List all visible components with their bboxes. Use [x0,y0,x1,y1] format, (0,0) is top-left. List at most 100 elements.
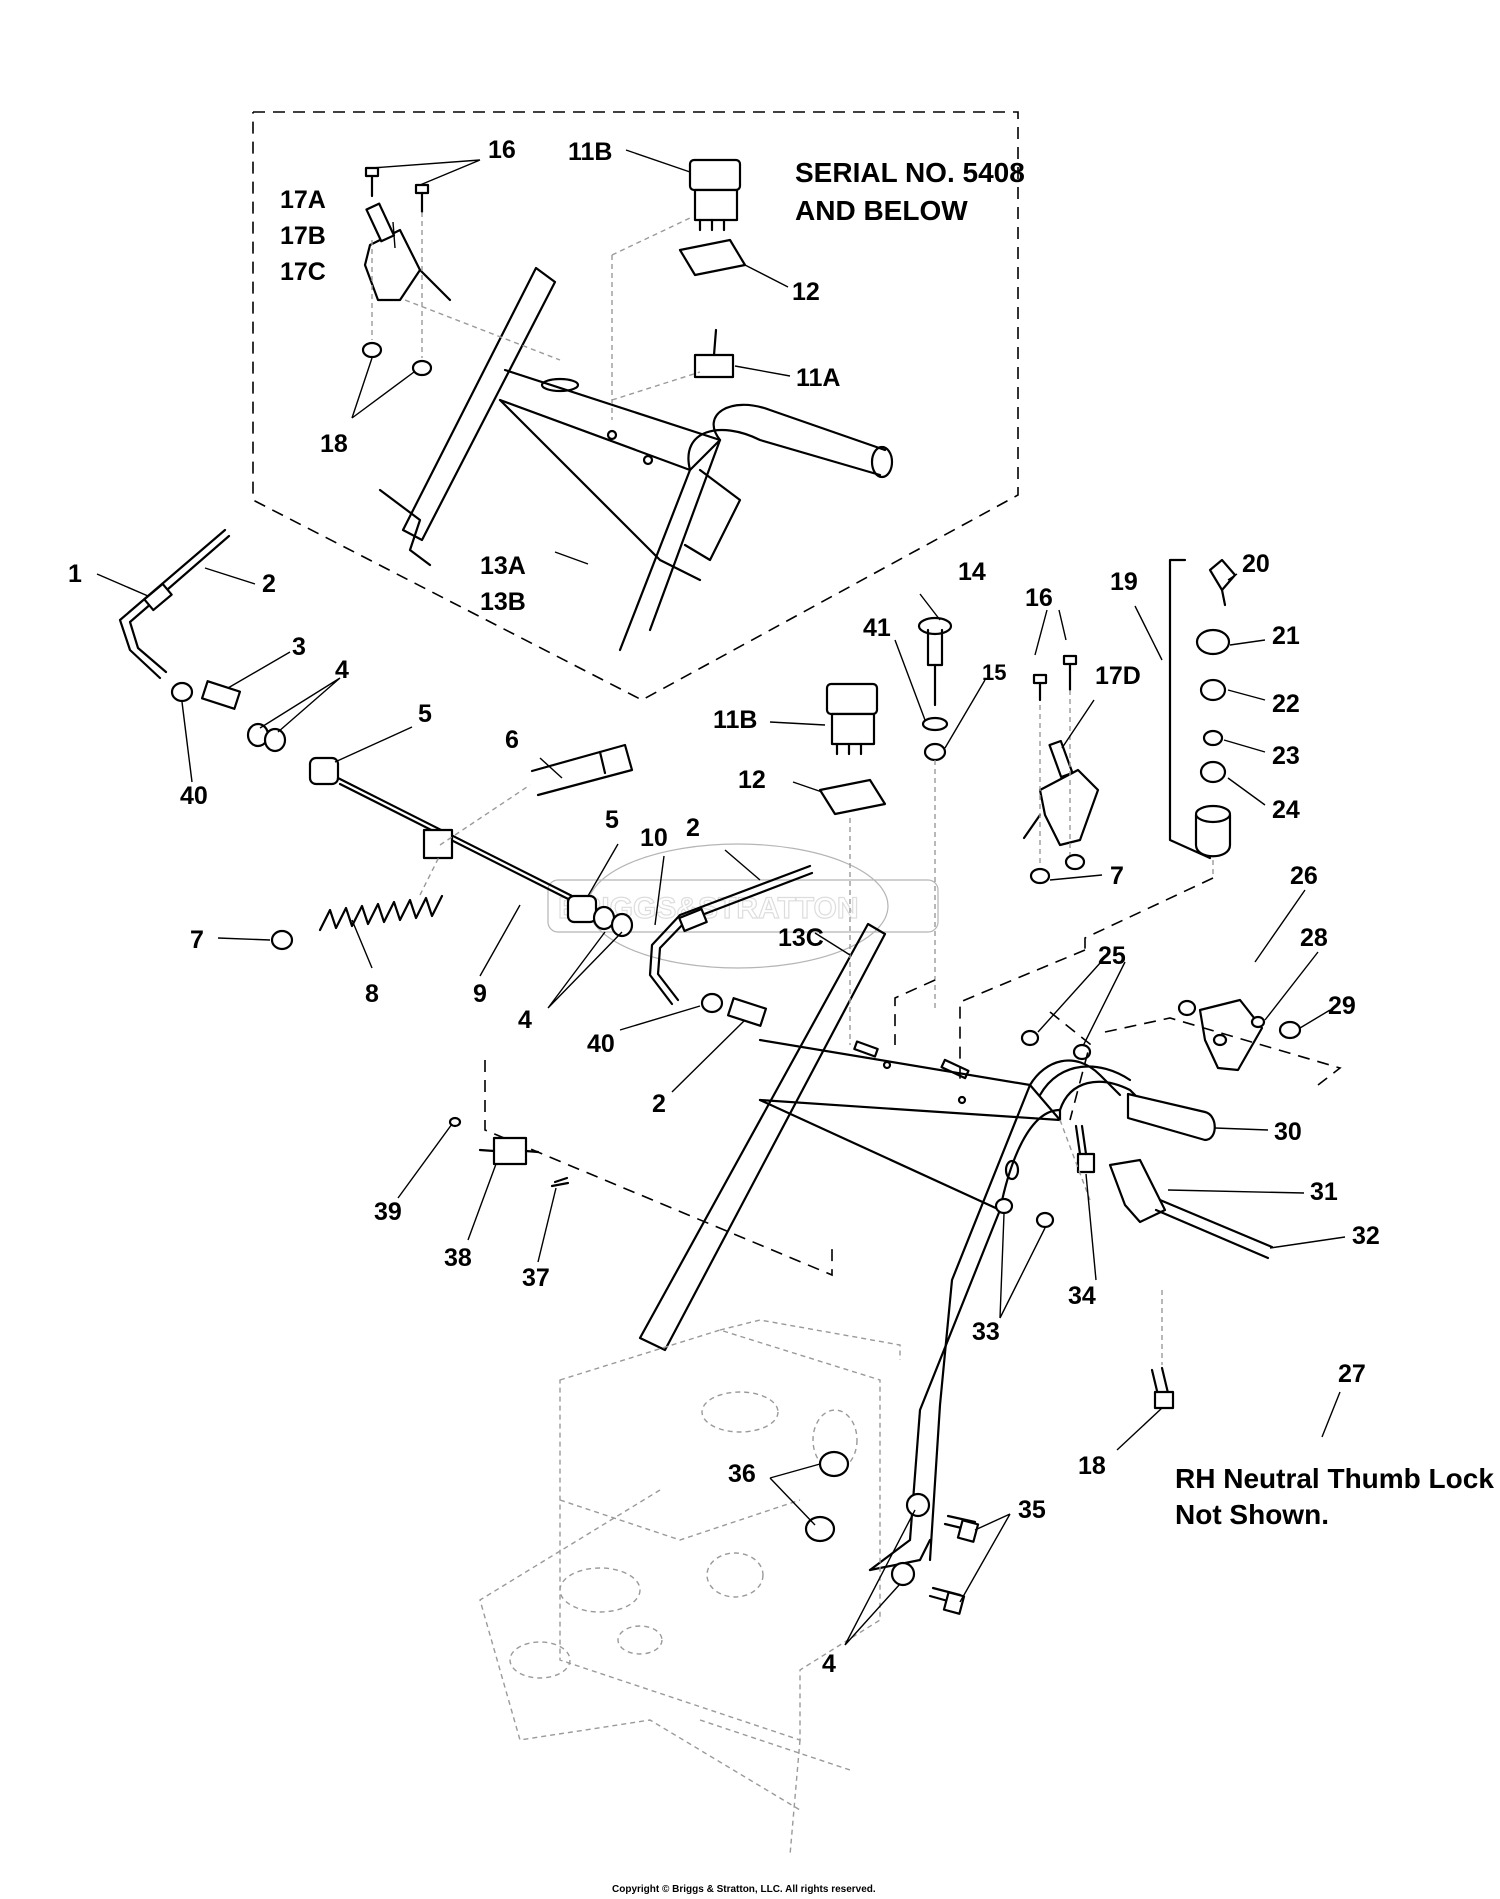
callout-25: 25 [1098,942,1126,970]
engine-housing [479,1319,901,1856]
callout-38: 38 [444,1244,472,1272]
nut-18-b [411,359,433,377]
callout-17d: 17D [1095,662,1141,690]
callout-17c: 17C [280,258,326,286]
lockwasher-24 [1199,760,1227,784]
leader-lines [96,149,1346,1646]
callout-12-top: 12 [792,278,820,306]
washer-4-b [263,727,287,753]
shaft-bracket [422,828,454,860]
cap-21 [1195,628,1231,656]
callout-35: 35 [1018,1496,1046,1524]
washer-33-b [1035,1211,1055,1229]
screw-37 [550,1176,570,1188]
callout-29: 29 [1328,992,1356,1020]
bolt-34 [1076,1152,1096,1174]
nut-25-b [1072,1043,1092,1061]
washer-33-a [994,1197,1014,1215]
callout-16-top: 16 [488,136,516,164]
callout-17a: 17A [280,186,326,214]
callout-27: 27 [1338,1360,1366,1388]
lever-17d [1038,768,1100,847]
callout-37: 37 [522,1264,550,1292]
callout-40: 40 [587,1030,615,1058]
callout-5: 5 [418,700,432,728]
callout-39: 39 [374,1198,402,1226]
callout-1: 1 [68,560,82,588]
callout-22: 22 [1272,690,1300,718]
bolt-16-b [1062,654,1078,666]
thumb-lock-note-line1: RH Neutral Thumb Lock [1175,1463,1494,1494]
nut-40-left [170,681,194,703]
nut-25-a [1020,1029,1040,1047]
nut-18-a [361,341,383,359]
callout-36: 36 [728,1460,756,1488]
grip-30 [1126,1092,1216,1142]
toggle-switch-11a [693,353,735,379]
callout-14: 14 [958,558,986,586]
callout-12: 12 [738,766,766,794]
callout-13b: 13B [480,588,526,616]
callout-labels: 1 2 3 4 40 5 6 5 10 2 7 8 9 4 40 2 13C 1… [68,136,1380,1678]
callout-30: 30 [1274,1118,1302,1146]
callout-32: 32 [1352,1222,1380,1250]
key-20 [1208,558,1237,592]
callout-40: 40 [180,782,208,810]
bolt-18 [1150,1366,1170,1397]
nut-36-a [818,1450,850,1478]
notes: SERIAL NO. 5408 AND BELOW RH Neutral Thu… [795,157,1494,1530]
switch-38 [492,1136,528,1166]
key-switch-assembly [959,558,1237,1080]
washer-4-e [905,1492,931,1518]
shift-rod-assembly [118,528,814,1027]
nut-22 [1199,678,1227,702]
bushing-5-right [566,894,598,924]
interlock-assembly [448,1060,833,1277]
washer-29 [1278,1020,1302,1040]
callout-4: 4 [335,656,349,684]
callout-20: 20 [1242,550,1270,578]
callout-8: 8 [365,980,379,1008]
switch-11b [825,682,879,716]
nut-7-left [270,929,294,951]
inset-early-serial [252,111,1019,701]
callout-23: 23 [1272,742,1300,770]
callout-11b: 11B [713,706,757,734]
callout-26: 26 [1290,862,1318,890]
callout-3: 3 [292,633,306,661]
washer-4-f [890,1561,916,1587]
ignition-switch-19 [1194,813,1232,858]
knob-14 [917,616,953,636]
nut-40-right [700,992,724,1014]
callout-17b: 17B [280,222,326,250]
nut-15 [923,742,947,762]
lever-17abc [363,228,422,302]
bolt-16-top-a [364,166,380,178]
callout-13c: 13C [778,924,824,952]
callout-11b-top: 11B [568,138,612,166]
callout-15: 15 [982,660,1006,685]
callout-10: 10 [640,824,668,852]
callout-18-top: 18 [320,430,348,458]
serial-note-line1: SERIAL NO. 5408 [795,157,1025,188]
spacer-2 [726,997,768,1027]
lever-31 [1108,1158,1167,1224]
nut-25-c [1177,999,1197,1017]
callout-6: 6 [505,726,519,754]
bezel-12-top [678,238,747,277]
spacer-3 [200,680,242,710]
callout-4: 4 [518,1006,532,1034]
handle-frame-13c [638,922,1216,1572]
callout-11a: 11A [796,364,840,392]
switch-11b-top [688,158,742,192]
callout-28: 28 [1300,924,1328,952]
callout-4: 4 [822,1650,836,1678]
bolt-16-top-b [414,183,430,195]
thumb-lock-note-line2: Not Shown. [1175,1499,1329,1530]
callout-16: 16 [1025,584,1053,612]
nut-39 [448,1116,462,1128]
callout-2: 2 [262,570,276,598]
callout-19: 19 [1110,568,1138,596]
washer-4-d [610,912,634,938]
